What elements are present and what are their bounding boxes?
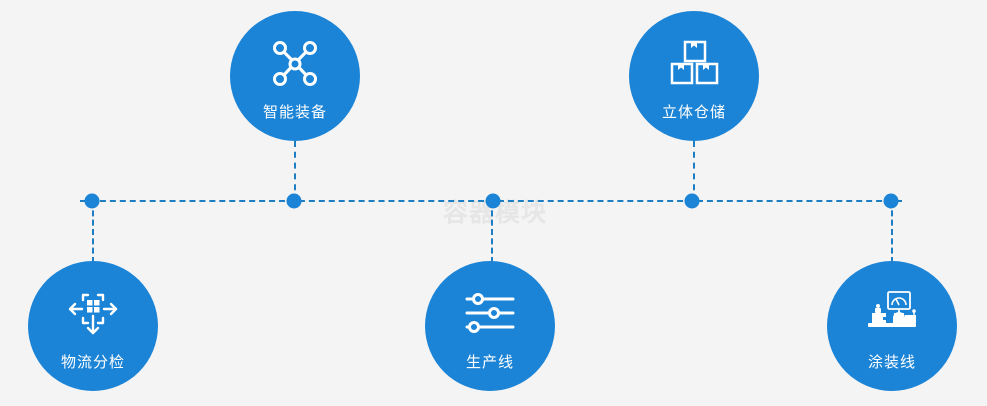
connector-line-stereo-storage — [693, 141, 695, 201]
connector-line-smart-equipment — [294, 141, 296, 201]
connector-line-painting-line — [891, 201, 893, 263]
factory-machine-icon — [864, 287, 920, 339]
junction-dot-logistics-sorting — [84, 193, 100, 209]
junction-dot-painting-line — [883, 193, 899, 209]
node-stereo-storage[interactable]: 立体仓储 — [629, 11, 759, 141]
node-label-painting-line: 涂装线 — [867, 354, 916, 371]
node-smart-equipment[interactable]: 智能装备 — [230, 11, 360, 141]
node-label-logistics-sorting: 物流分检 — [60, 354, 125, 371]
node-painting-line[interactable]: 涂装线 — [827, 261, 957, 391]
stacked-boxes-icon — [666, 37, 722, 89]
sliders-icon — [462, 287, 518, 339]
node-label-production-line: 生产线 — [465, 354, 514, 371]
connector-line-logistics-sorting — [92, 201, 94, 263]
four-way-sorting-icon — [65, 287, 121, 339]
node-production-line[interactable]: 生产线 — [425, 261, 555, 391]
connector-line-production-line — [491, 201, 493, 263]
junction-dot-production-line — [485, 193, 501, 209]
node-logistics-sorting[interactable]: 物流分检 — [28, 261, 158, 391]
junction-dot-smart-equipment — [286, 193, 302, 209]
node-label-stereo-storage: 立体仓储 — [661, 104, 726, 121]
node-label-smart-equipment: 智能装备 — [262, 104, 327, 121]
network-nodes-icon — [267, 37, 323, 89]
junction-dot-stereo-storage — [684, 193, 700, 209]
